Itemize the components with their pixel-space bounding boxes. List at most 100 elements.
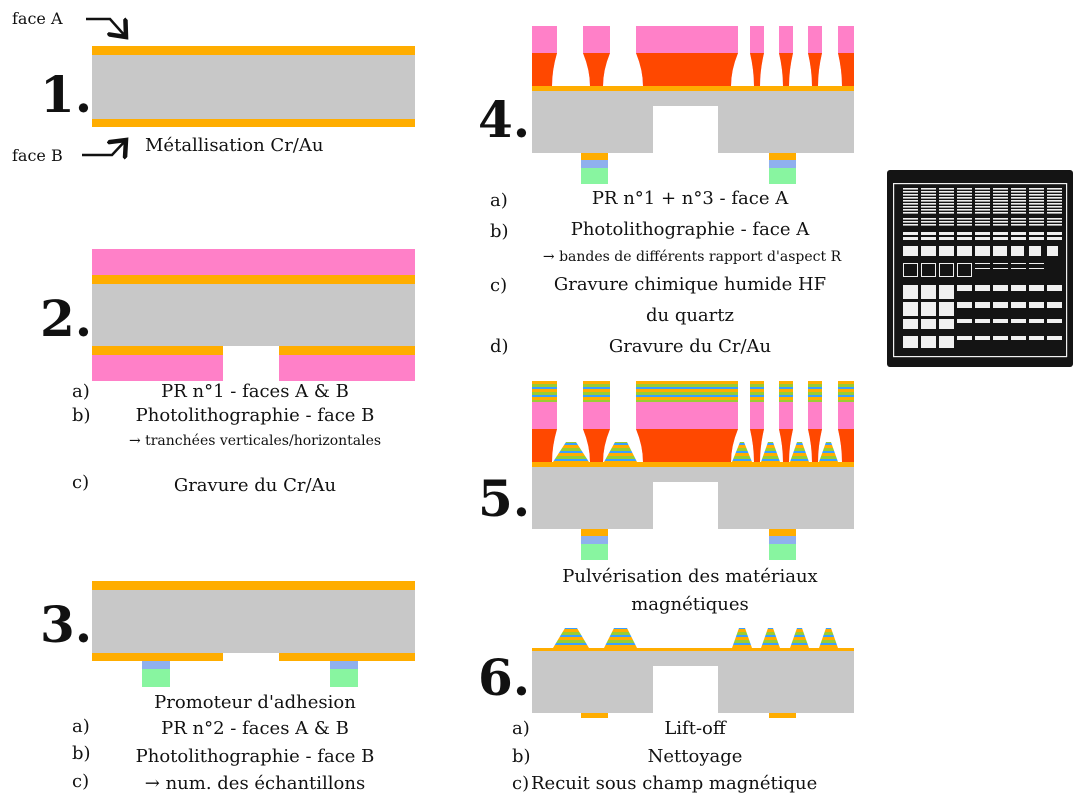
mask-block <box>1029 336 1044 340</box>
mask-outline <box>935 263 936 277</box>
step2-pr-top <box>92 249 415 275</box>
mask-stripe <box>1029 224 1044 226</box>
mask-stripe <box>975 212 990 214</box>
mask-bar <box>957 237 972 240</box>
mask-stripe <box>1047 206 1062 208</box>
mask-stripe <box>1011 188 1026 190</box>
mask-block <box>993 336 1008 340</box>
mask-block <box>921 246 936 256</box>
step4-item-c-text: Gravure chimique humide HF <box>553 274 827 295</box>
mask-stripe <box>903 200 918 202</box>
mask-frame-line <box>1066 183 1068 357</box>
mask-block <box>939 319 954 329</box>
mask-stripe <box>975 224 990 226</box>
mask-block <box>921 285 936 299</box>
mask-block <box>1029 285 1044 291</box>
mask-outline <box>975 263 990 264</box>
mask-stripe <box>921 197 936 199</box>
step3-caption: Promoteur d'adhesion <box>154 692 356 713</box>
step3-au-top <box>92 581 415 590</box>
step5-stack <box>532 381 854 560</box>
step3-item-a-text: PR n°2 - faces A & B <box>161 718 349 739</box>
mask-frame-line <box>893 183 895 357</box>
face-a-arrow <box>86 19 126 37</box>
step6-backside-au-right <box>769 713 796 718</box>
mask-outline <box>939 276 954 277</box>
mask-stripe <box>957 218 972 220</box>
mask-stripe <box>957 191 972 193</box>
mask-stripe <box>975 188 990 190</box>
step2-item-b-text: Photolithographie - face B <box>135 405 375 426</box>
step4-item-b-text: Photolithographie - face A <box>570 219 810 240</box>
mask-frame-line <box>893 183 1067 185</box>
mask-stripe <box>993 206 1008 208</box>
step4-trench <box>653 106 718 153</box>
mask-frame-line <box>893 356 1067 358</box>
mask-stripe <box>975 203 990 205</box>
mask-bar <box>1029 232 1044 235</box>
mask-stripe <box>921 200 936 202</box>
mask-stripe <box>1029 194 1044 196</box>
mask-bar <box>1029 237 1044 240</box>
mask-stripe <box>1047 221 1062 223</box>
mask-stripe <box>939 203 954 205</box>
step4-item-d-key: d) <box>490 336 509 357</box>
mask-block <box>903 285 918 299</box>
step3-item-b-text: Photolithographie - face B <box>135 746 375 767</box>
mask-stripe <box>903 212 918 214</box>
mask-stripe <box>921 221 936 223</box>
face-a-label: face A <box>12 9 63 28</box>
step2-item-a-text: PR n°1 - faces A & B <box>161 381 349 402</box>
mask-stripe <box>957 200 972 202</box>
mask-stripe <box>903 188 918 190</box>
mask-stripe <box>939 188 954 190</box>
mask-bar <box>939 232 954 235</box>
mask-stripe <box>993 209 1008 211</box>
step5-posts <box>532 402 854 462</box>
mask-stripe <box>1047 191 1062 193</box>
step4-item-c-text-2: du quartz <box>645 305 734 326</box>
step4-au-top <box>532 86 854 91</box>
step3-item-c-text: → num. des échantillons <box>144 773 366 794</box>
mask-block <box>921 336 936 348</box>
step1-quartz <box>92 55 415 119</box>
mask-stripe <box>1047 197 1062 199</box>
mask-stripe <box>921 209 936 211</box>
step3-promoter-right <box>330 661 358 669</box>
step5-magnetic-deposits <box>553 442 838 462</box>
mask-stripe <box>1011 200 1026 202</box>
step2-au-top <box>92 275 415 284</box>
step5-trench <box>653 482 718 529</box>
step4-post-7-pr3 <box>838 53 854 86</box>
mask-stripe <box>1047 212 1062 214</box>
step6-backside-au-left <box>581 713 608 718</box>
mask-stripe <box>939 209 954 211</box>
mask-stripe <box>939 200 954 202</box>
step6-item-a-key: a) <box>512 718 530 739</box>
mask-stripe <box>1047 224 1062 226</box>
mask-block <box>1029 246 1041 256</box>
step4-post-1-pr3 <box>532 53 557 86</box>
mask-stripe <box>921 191 936 193</box>
mask-block <box>1047 302 1062 308</box>
mask-stripe <box>1029 197 1044 199</box>
mask-stripe <box>993 221 1008 223</box>
mask-bar <box>993 232 1008 235</box>
mask-block <box>903 246 918 256</box>
mask-stripe <box>903 197 918 199</box>
mask-bar <box>975 232 990 235</box>
mask-stripe <box>1029 212 1044 214</box>
mask-block <box>939 285 954 299</box>
mask-outline <box>953 263 954 277</box>
step1-caption: Métallisation Cr/Au <box>145 135 324 156</box>
mask-block <box>903 336 918 348</box>
mask-stripe <box>939 218 954 220</box>
mask-block <box>921 319 936 329</box>
mask-block <box>957 319 972 323</box>
mask-block <box>921 302 936 316</box>
mask-bar <box>975 237 990 240</box>
mask-stripe <box>921 203 936 205</box>
mask-outline <box>939 263 940 277</box>
mask-stripe <box>957 188 972 190</box>
